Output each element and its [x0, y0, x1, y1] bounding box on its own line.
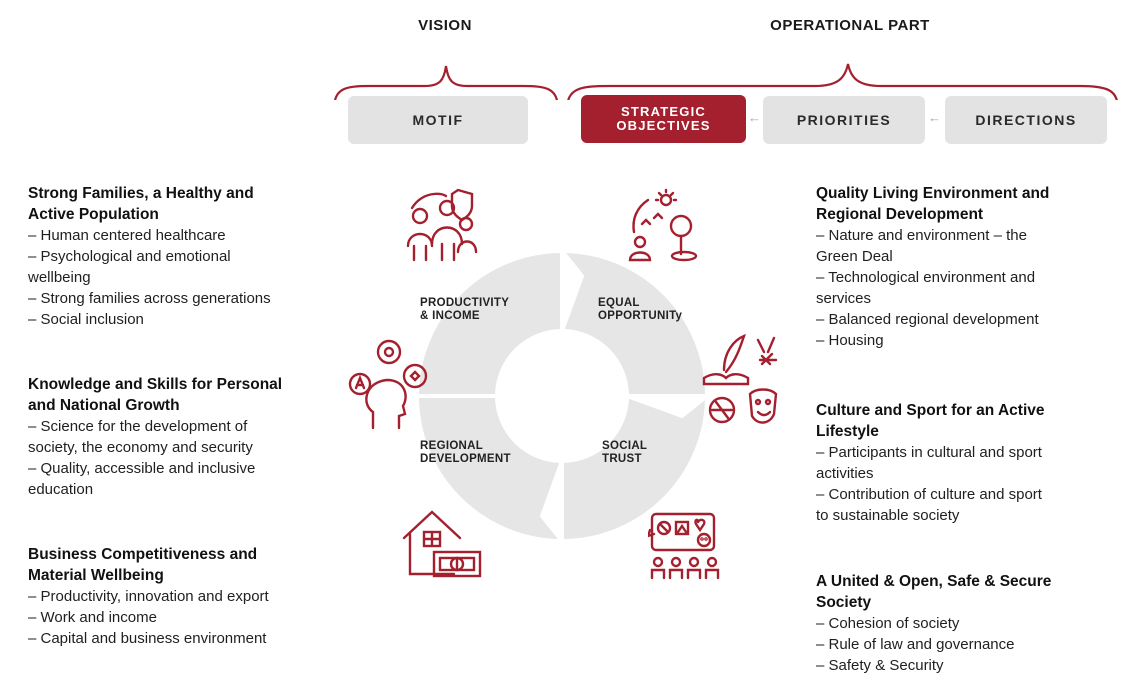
goal-item: Green Deal [816, 248, 893, 265]
goal-title-line: Business Competitiveness and [28, 546, 258, 563]
goal-title-line: A United & Open, Safe & Secure [816, 573, 1052, 590]
priorities-label: PRIORITIES [796, 112, 892, 128]
segment-label-regional-development: REGIONAL DEVELOPMENT [420, 440, 511, 466]
goal-item: – Psychological and emotional [28, 248, 231, 265]
goal-title-line: Regional Development [816, 206, 984, 223]
segment-label-social-trust: SOCIAL TRUST [602, 440, 647, 466]
header-brackets [334, 63, 1118, 100]
goal-item: to sustainable society [816, 507, 960, 524]
priorities-pill[interactable]: PRIORITIES [763, 96, 925, 144]
goal-title-line: Society [816, 594, 872, 611]
community-icon [648, 512, 720, 580]
goal-item: – Balanced regional development [816, 311, 1039, 328]
goal-item: – Technological environment and [816, 269, 1036, 286]
goal-title-line: Lifestyle [816, 423, 879, 440]
goal-item: – Human centered healthcare [28, 227, 226, 244]
goal-title-line: Knowledge and Skills for Personal [28, 376, 283, 393]
goal-item: – Nature and environment – the [816, 227, 1027, 244]
goal-title: A United & Open, Safe & Secure Society [816, 571, 1126, 613]
directions-pill[interactable]: DIRECTIONS [945, 96, 1107, 144]
ideas-head-icon [348, 339, 428, 430]
cycle-segment-regional-development [414, 394, 567, 544]
goal-item: – Quality, accessible and inclusive [28, 460, 256, 477]
goal-item: wellbeing [28, 269, 91, 286]
goal-item: – Cohesion of society [816, 615, 960, 632]
goal-item: education [28, 481, 94, 498]
goal-item: – Housing [816, 332, 884, 349]
family-icon [406, 188, 478, 262]
cycle-segment-productivity [414, 248, 564, 398]
segment-label-equal-opportunity: EQUAL OPPORTUNITy [598, 297, 682, 323]
strategic-objectives-pill[interactable]: STRATEGIC OBJECTIVES [581, 95, 746, 143]
goal-title-line: Quality Living Environment and [816, 185, 1050, 202]
house-money-icon [402, 510, 482, 578]
goal-item: – Contribution of culture and sport [816, 486, 1042, 503]
motif-label: MOTIF [412, 112, 464, 128]
goal-title: Quality Living Environment and Regional … [816, 183, 1126, 225]
arrow-left-icon: ← [748, 110, 761, 125]
goal-united-open-society: A United & Open, Safe & Secure Society –… [816, 571, 1126, 676]
goal-item: – Safety & Security [816, 657, 944, 674]
goal-item: – Social inclusion [28, 311, 144, 328]
goal-item: – Participants in cultural and sport [816, 444, 1042, 461]
goal-strong-families: Strong Families, a Healthy and Active Po… [28, 183, 358, 330]
goal-title: Knowledge and Skills for Personal and Na… [28, 374, 358, 416]
seg4-line2: TRUST [602, 453, 642, 465]
goal-knowledge-skills: Knowledge and Skills for Personal and Na… [28, 374, 358, 500]
goal-title-line: Culture and Sport for an Active [816, 402, 1045, 419]
seg2-line2: OPPORTUNITy [598, 310, 683, 322]
vision-heading: VISION [418, 17, 472, 34]
culture-sport-icon [702, 333, 778, 424]
goal-culture-sport: Culture and Sport for an Active Lifestyl… [816, 400, 1126, 526]
operational-part-heading: OPERATIONAL PART [770, 17, 930, 34]
goal-quality-living-environment: Quality Living Environment and Regional … [816, 183, 1126, 351]
directions-label: DIRECTIONS [975, 112, 1077, 128]
goal-item: – Work and income [28, 609, 157, 626]
seg3-line1: REGIONAL [420, 440, 484, 452]
goal-item: – Productivity, innovation and export [28, 588, 269, 605]
goal-title-line: Material Wellbeing [28, 567, 164, 584]
goal-title: Culture and Sport for an Active Lifestyl… [816, 400, 1126, 442]
seg3-line2: DEVELOPMENT [420, 453, 511, 465]
cycle-segment-social-trust [560, 391, 710, 544]
goal-title: Business Competitiveness and Material We… [28, 544, 358, 586]
goal-business-competitiveness: Business Competitiveness and Material We… [28, 544, 358, 649]
seg1-line1: PRODUCTIVITY [420, 297, 510, 309]
arrow-left-icon: ← [928, 110, 941, 125]
motif-pill[interactable]: MOTIF [348, 96, 528, 144]
segment-label-productivity: PRODUCTIVITY & INCOME [420, 297, 509, 323]
cycle-diagram [414, 248, 710, 544]
nature-icon [628, 188, 698, 262]
goal-title: Strong Families, a Healthy and Active Po… [28, 183, 358, 225]
seg1-line2: & INCOME [420, 310, 480, 322]
strategic-label-line2: OBJECTIVES [616, 118, 711, 133]
goal-item: activities [816, 465, 874, 482]
goal-item: – Strong families across generations [28, 290, 271, 307]
goal-item: services [816, 290, 872, 307]
goal-title-line: Active Population [28, 206, 159, 223]
goal-title-line: and National Growth [28, 397, 180, 414]
vision-bracket [334, 65, 558, 100]
goal-item: – Rule of law and governance [816, 636, 1015, 653]
operational-bracket [567, 63, 1118, 100]
strategic-label-line1: STRATEGIC [621, 104, 706, 119]
cycle-segment-equal-opportunity [557, 248, 710, 398]
goal-title-line: Strong Families, a Healthy and [28, 185, 254, 202]
goal-item: – Capital and business environment [28, 630, 267, 647]
goal-item: – Science for the development of [28, 418, 248, 435]
goal-item: society, the economy and security [28, 439, 253, 456]
seg4-line1: SOCIAL [602, 440, 648, 452]
seg2-line1: EQUAL [598, 297, 640, 309]
